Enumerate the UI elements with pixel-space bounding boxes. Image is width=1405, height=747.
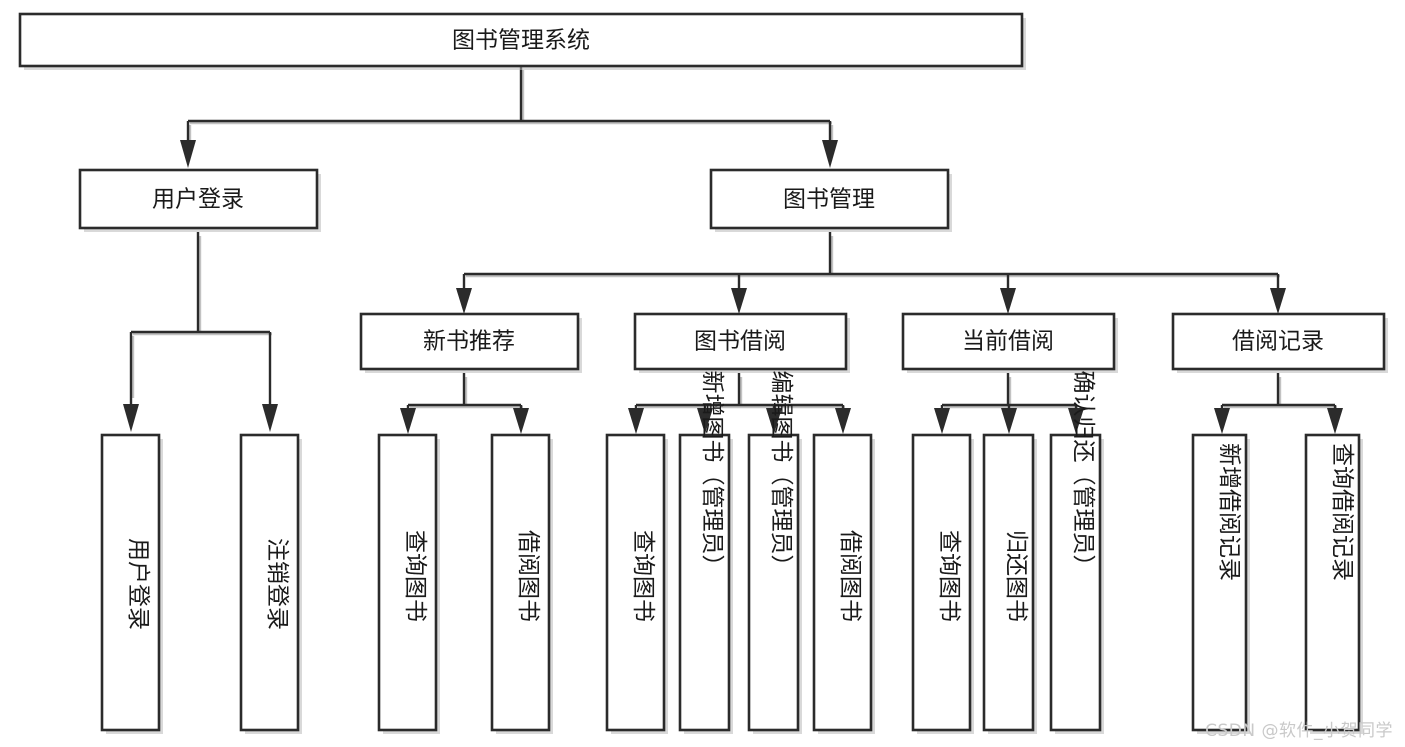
node-book-borrow-box[interactable] <box>633 312 848 371</box>
node-new-book-rec-box[interactable] <box>359 312 580 371</box>
node-borrow-record-label: 借阅记录 <box>1232 329 1324 355</box>
node-leaf-query-book-1[interactable]: 查询图书 <box>377 433 440 734</box>
node-leaf-query-book-1-label: 查询图书 <box>402 530 428 622</box>
node-leaf-query-book-3[interactable]: 查询图书 <box>911 433 974 734</box>
node-new-book-rec-label: 新书推荐 <box>423 329 515 355</box>
connector-bookmanage-to-level3 <box>456 232 1286 314</box>
node-root-box[interactable] <box>18 12 1024 68</box>
node-leaf-query-book-3-label: 查询图书 <box>936 530 962 622</box>
connector-currentborrow-to-leaves <box>934 373 1084 434</box>
connector-userlogin-to-leaves <box>123 232 278 432</box>
node-leaf-query-record-label: 查询借阅记录 <box>1329 443 1355 581</box>
node-user-login[interactable]: 用户登录 <box>78 168 321 232</box>
connector-root-to-level2 <box>180 66 838 168</box>
node-leaf-borrow-book-2-label: 借阅图书 <box>837 530 863 622</box>
node-book-manage-label: 图书管理 <box>783 187 875 213</box>
node-leaf-borrow-book-1-label: 借阅图书 <box>515 530 541 622</box>
node-current-borrow-label: 当前借阅 <box>962 329 1054 355</box>
node-leaf-return-book-label: 归还图书 <box>1003 530 1029 622</box>
node-leaf-add-record-label: 新增借阅记录 <box>1216 443 1242 581</box>
node-leaf-query-book-2-box[interactable] <box>605 433 666 732</box>
node-leaf-edit-book-label: 编辑图书（管理员） <box>768 371 794 578</box>
node-leaf-borrow-book-1[interactable]: 借阅图书 <box>490 433 553 734</box>
node-book-manage-box[interactable] <box>709 168 950 230</box>
node-leaf-user-login[interactable]: 用户登录 <box>100 433 163 734</box>
node-leaf-add-record[interactable]: 新增借阅记录 <box>1191 433 1250 734</box>
node-leaf-return-book[interactable]: 归还图书 <box>982 433 1037 734</box>
node-leaf-logout-label: 注销登录 <box>264 538 290 630</box>
node-leaf-add-record-box[interactable] <box>1191 433 1248 732</box>
node-leaf-add-book[interactable]: 新增图书（管理员） <box>678 371 733 735</box>
node-leaf-query-book-1-box[interactable] <box>377 433 438 732</box>
node-leaf-confirm-return[interactable]: 确认归还（管理员） <box>1049 371 1104 735</box>
node-leaf-query-record[interactable]: 查询借阅记录 <box>1304 433 1363 734</box>
node-root[interactable]: 图书管理系统 <box>18 12 1026 70</box>
connector-layer <box>123 66 1343 434</box>
node-current-borrow[interactable]: 当前借阅 <box>901 312 1118 373</box>
node-leaf-user-login-label: 用户登录 <box>125 538 151 630</box>
node-root-label: 图书管理系统 <box>452 28 590 54</box>
node-leaf-add-book-label: 新增图书（管理员） <box>699 371 725 578</box>
node-leaf-logout[interactable]: 注销登录 <box>239 433 302 734</box>
node-leaf-logout-box[interactable] <box>239 433 300 732</box>
connector-borrowrecord-to-leaves <box>1214 373 1343 434</box>
node-book-borrow[interactable]: 图书借阅 <box>633 312 850 373</box>
node-book-borrow-label: 图书借阅 <box>694 329 786 355</box>
node-borrow-record-box[interactable] <box>1171 312 1386 371</box>
node-leaf-confirm-return-box[interactable] <box>1049 433 1102 732</box>
node-leaf-edit-book[interactable]: 编辑图书（管理员） <box>747 371 802 735</box>
node-leaf-query-record-box[interactable] <box>1304 433 1361 732</box>
node-leaf-borrow-book-1-box[interactable] <box>490 433 551 732</box>
node-leaf-add-book-box[interactable] <box>678 433 731 732</box>
node-leaf-confirm-return-label: 确认归还（管理员） <box>1070 371 1096 578</box>
node-new-book-rec[interactable]: 新书推荐 <box>359 312 582 373</box>
node-leaf-borrow-book-2[interactable]: 借阅图书 <box>812 433 875 734</box>
node-borrow-record[interactable]: 借阅记录 <box>1171 312 1388 373</box>
node-leaf-user-login-box[interactable] <box>100 433 161 732</box>
node-book-manage[interactable]: 图书管理 <box>709 168 952 232</box>
node-user-login-box[interactable] <box>78 168 319 230</box>
node-leaf-borrow-book-2-box[interactable] <box>812 433 873 732</box>
node-leaf-edit-book-box[interactable] <box>747 433 800 732</box>
node-leaf-query-book-2-label: 查询图书 <box>630 530 656 622</box>
connector-bookborrow-to-leaves <box>628 373 851 434</box>
node-leaf-query-book-3-box[interactable] <box>911 433 972 732</box>
node-leaf-return-book-box[interactable] <box>982 433 1035 732</box>
connector-newbook-to-leaves <box>400 373 529 434</box>
node-current-borrow-box[interactable] <box>901 312 1116 371</box>
node-leaf-query-book-2[interactable]: 查询图书 <box>605 433 668 734</box>
node-user-login-label: 用户登录 <box>152 187 244 213</box>
